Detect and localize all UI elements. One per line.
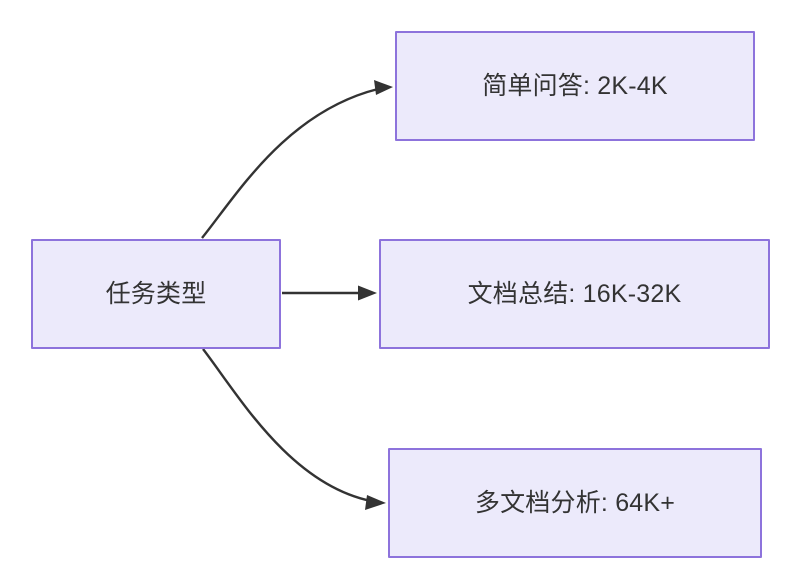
edge-source-to-doc-summary bbox=[282, 285, 377, 301]
edge-source-to-multi-doc bbox=[202, 348, 386, 510]
node-simple-qa-label: 简单问答: 2K-4K bbox=[482, 72, 668, 100]
edge-source-to-multi-doc-arrowhead bbox=[365, 495, 386, 510]
node-task-type-label: 任务类型 bbox=[105, 280, 207, 308]
node-multi-doc-label: 多文档分析: 64K+ bbox=[474, 489, 676, 517]
edge-source-to-simple-qa-path bbox=[201, 87, 379, 239]
edge-source-to-multi-doc-path bbox=[202, 348, 372, 503]
node-simple-qa[interactable]: 简单问答: 2K-4K bbox=[395, 31, 755, 141]
edge-source-to-doc-summary-arrowhead bbox=[358, 285, 377, 301]
node-task-type[interactable]: 任务类型 bbox=[31, 239, 281, 349]
edge-source-to-simple-qa bbox=[201, 80, 393, 239]
node-doc-summary[interactable]: 文档总结: 16K-32K bbox=[379, 239, 770, 349]
node-multi-doc[interactable]: 多文档分析: 64K+ bbox=[388, 448, 762, 558]
node-doc-summary-label: 文档总结: 16K-32K bbox=[467, 280, 682, 308]
edge-source-to-simple-qa-arrowhead bbox=[374, 80, 393, 95]
